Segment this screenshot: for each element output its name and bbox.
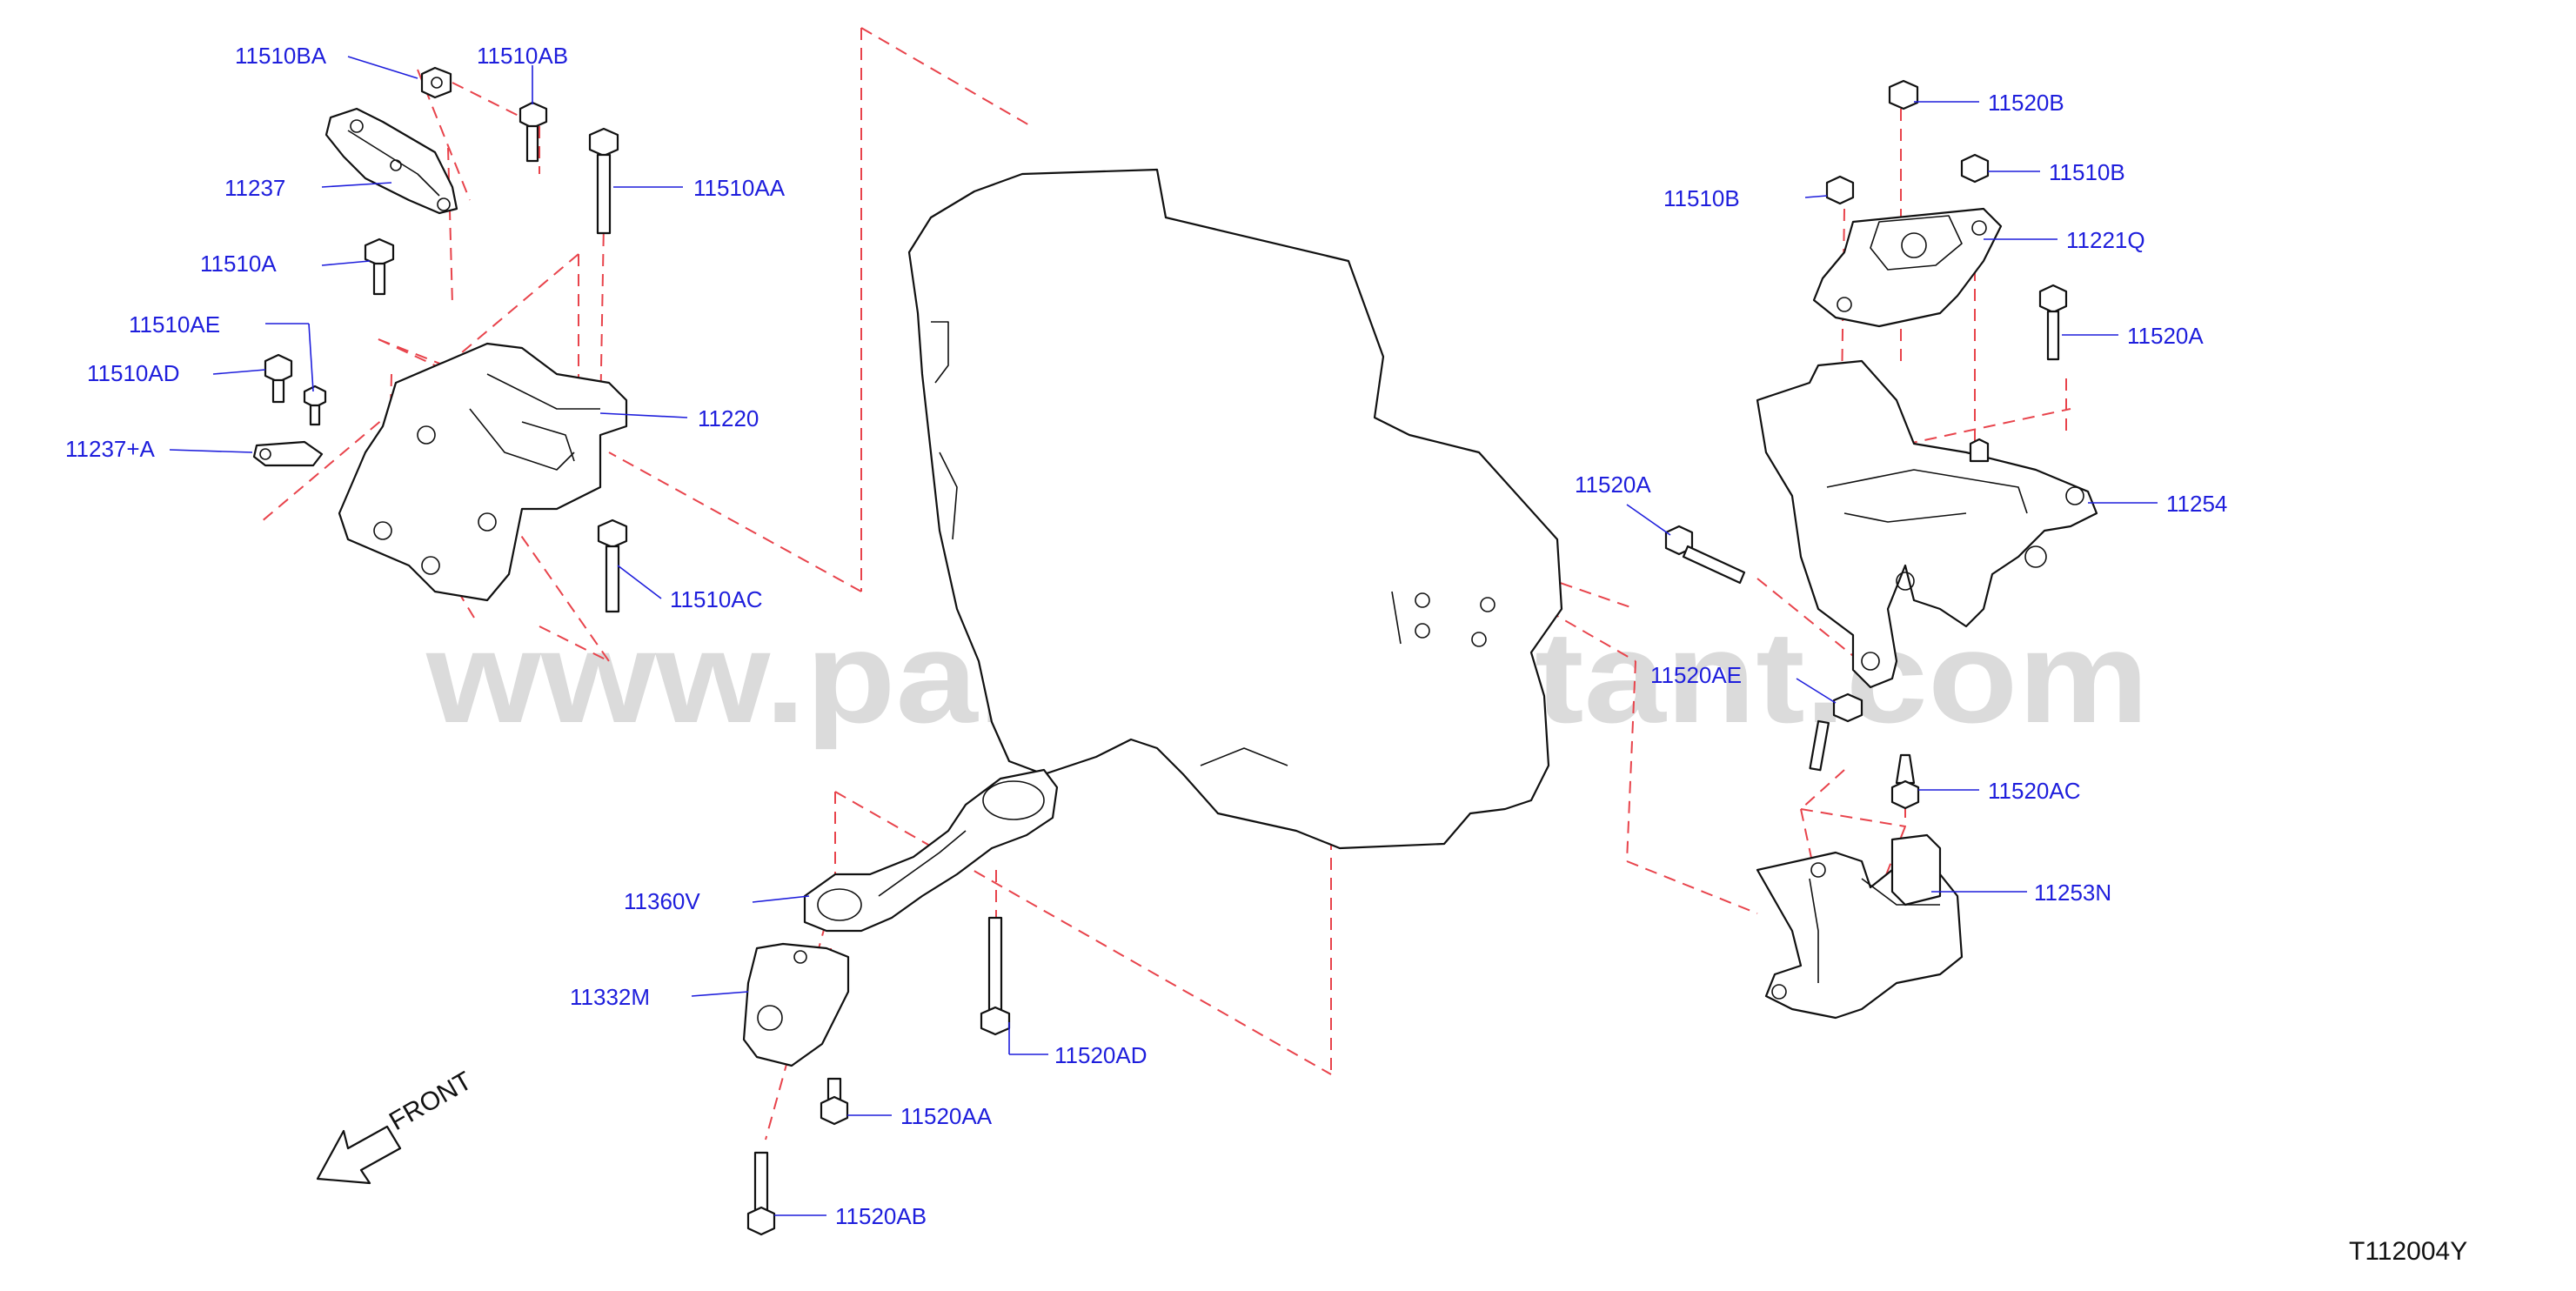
bolt-11520AA <box>820 1077 849 1126</box>
front-label: FRONT <box>385 1067 477 1136</box>
bracket-11254 <box>1756 359 2098 689</box>
label-11332M: 11332M <box>570 984 650 1010</box>
bolt-11510AB <box>519 101 548 163</box>
label-11221Q: 11221Q <box>2066 227 2145 253</box>
label-11510AE: 11510AE <box>129 311 220 338</box>
bolt-11510AE <box>303 385 327 426</box>
label-11520B: 11520B <box>1988 90 2064 116</box>
bolt-11520A-left <box>1664 525 1746 585</box>
engine-block <box>907 168 1563 850</box>
mount-insulator-11221Q <box>1812 207 2003 328</box>
label-11510B-left: 11510B <box>1663 185 1740 211</box>
engine-mount-11220 <box>338 342 628 602</box>
bolt-11520AD <box>980 916 1011 1036</box>
label-11510AD: 11510AD <box>87 360 180 386</box>
label-11520AC: 11520AC <box>1988 778 2081 804</box>
nut-11520B <box>1888 79 1919 110</box>
label-11510AB: 11510AB <box>477 43 568 69</box>
label-11254: 11254 <box>2166 491 2227 517</box>
label-11510AC: 11510AC <box>670 586 763 612</box>
torque-rod-11360V <box>803 768 1059 933</box>
bolt-11510A <box>364 237 395 296</box>
nut-11510B-right <box>1960 153 1990 184</box>
nut-11510B-left <box>1825 175 1855 205</box>
bolt-11510AC <box>597 518 628 613</box>
bolt-11520AE <box>1809 692 1863 772</box>
washer-11237A <box>252 440 324 467</box>
label-11510B-right: 11510B <box>2049 159 2125 185</box>
bracket-11237 <box>325 107 458 215</box>
leader-lines <box>169 56 2158 1216</box>
label-11237A: 11237+A <box>65 436 156 462</box>
label-11520AD: 11520AD <box>1054 1042 1147 1068</box>
label-11520A-right: 11520A <box>2127 323 2204 349</box>
label-11360V: 11360V <box>624 888 700 914</box>
label-11520AB: 11520AB <box>835 1203 927 1229</box>
nut-11510BA <box>420 66 452 99</box>
label-11510AA: 11510AA <box>693 175 786 201</box>
stud-11520AC <box>1890 753 1920 810</box>
mount-11253N <box>1756 833 1964 1020</box>
label-11510BA: 11510BA <box>235 43 327 69</box>
label-11520AA: 11520AA <box>900 1103 993 1129</box>
bolt-11520AB <box>746 1151 776 1236</box>
bracket-11332M <box>742 942 850 1067</box>
callout-labels: 11510BA 11510AB 11237 11510AA 11510A 115… <box>65 43 2227 1229</box>
label-11253N: 11253N <box>2034 880 2111 906</box>
label-11520AE: 11520AE <box>1650 662 1742 688</box>
diagram-code: T112004Y <box>2349 1237 2467 1266</box>
front-arrow: FRONT <box>316 1067 477 1185</box>
label-11520A-left: 11520A <box>1575 472 1651 498</box>
label-11510A: 11510A <box>200 251 277 277</box>
bolt-11510AA <box>588 127 619 235</box>
label-11220: 11220 <box>698 405 759 431</box>
bolt-11520A-right <box>2038 284 2068 361</box>
bolt-11510AD <box>264 353 293 404</box>
label-11237: 11237 <box>224 175 285 201</box>
